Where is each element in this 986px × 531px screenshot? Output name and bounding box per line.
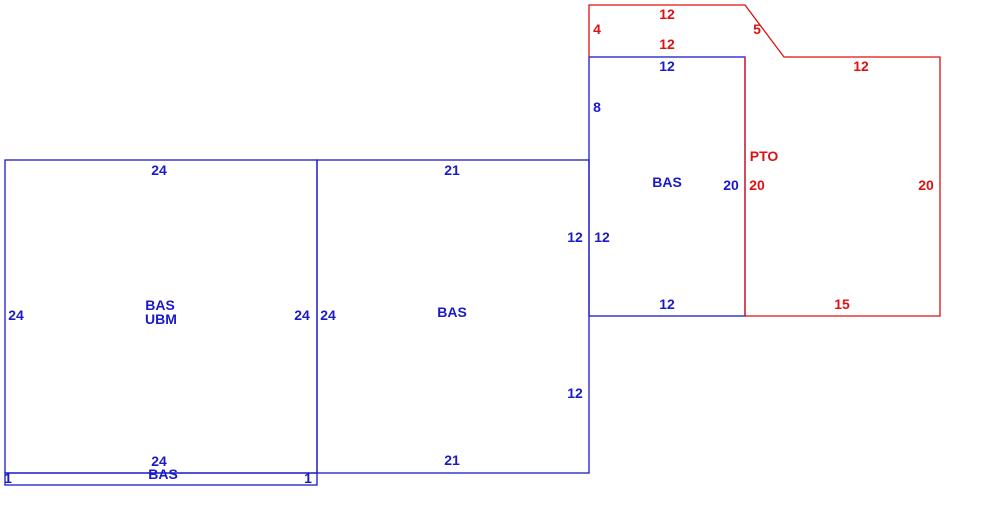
dim-pto-top-inner: 12 <box>659 36 675 52</box>
dim-strip-left: 1 <box>4 470 12 486</box>
dim-pto-top-right: 12 <box>853 58 869 74</box>
area-label-pto: PTO <box>750 148 779 164</box>
dim-mid-left: 24 <box>320 307 336 323</box>
dim-right-right: 20 <box>723 177 739 193</box>
dim-left-top: 24 <box>151 162 167 178</box>
dim-right-left-a: 8 <box>593 99 601 115</box>
dim-strip-right: 1 <box>304 470 312 486</box>
dim-mid-right-a: 12 <box>567 229 583 245</box>
dim-right-top: 12 <box>659 58 675 74</box>
dim-pto-diag: 5 <box>753 21 761 37</box>
dim-right-bottom: 12 <box>659 296 675 312</box>
area-label-bas-strip: BAS <box>148 466 178 482</box>
dim-mid-bottom: 21 <box>444 452 460 468</box>
area-label-ubm: UBM <box>145 311 177 327</box>
dim-pto-top-outer: 12 <box>659 6 675 22</box>
dim-pto-bottom: 15 <box>834 296 850 312</box>
dim-pto-left-side: 20 <box>749 177 765 193</box>
dim-left-bottom: 24 <box>151 453 167 469</box>
bas-strip <box>4 472 318 486</box>
pto-outline <box>588 4 941 317</box>
dim-left-right: 24 <box>294 307 310 323</box>
dim-mid-right-b: 12 <box>567 385 583 401</box>
area-label-bas-middle: BAS <box>437 304 467 320</box>
dim-pto-left: 4 <box>593 21 601 37</box>
area-label-bas-right: BAS <box>652 174 682 190</box>
dim-pto-right-side: 20 <box>918 177 934 193</box>
area-label-bas-left: BAS <box>145 297 175 313</box>
dim-left-left: 24 <box>8 307 24 323</box>
dim-right-left-b: 12 <box>594 229 610 245</box>
dim-mid-top: 21 <box>444 162 460 178</box>
